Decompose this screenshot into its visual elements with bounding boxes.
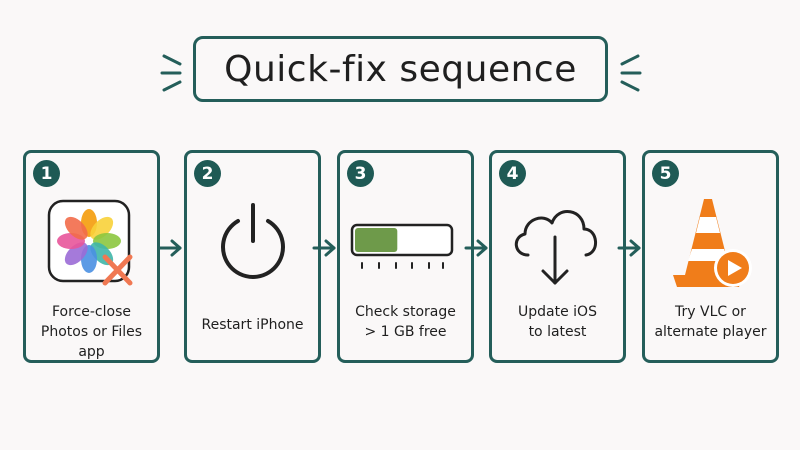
page-title: Quick-fix sequence [224,48,577,90]
storage-fill-bar [355,228,398,252]
step-number-badge: 3 [347,160,374,187]
cloud-download-icon [514,210,597,285]
left-emphasis-ticks-icon [160,54,182,92]
step-card-2: 2 Restart iPhone [184,150,321,363]
step-label: Check storage > 1 GB free [355,304,456,340]
step-number-badge: 2 [194,160,221,187]
step-label: Try VLC or alternate player [654,304,767,340]
title-box: Quick-fix sequence [193,36,608,102]
step-card-1: 1 Force-close Photos or Files app [23,150,160,363]
step-label: Restart iPhone [201,317,304,333]
step-label: Force-close Photos or Files app [40,304,143,360]
arrow-right-icon [464,239,488,257]
step-card-5: 5 Try VLC or alternate player [642,150,779,363]
vlc-cone-icon [673,199,752,287]
step-card-4: 4 Update iOS to latest [489,150,626,363]
step-label: Update iOS to latest [518,304,597,340]
step-number-badge: 4 [499,160,526,187]
close-x-icon [102,254,133,286]
arrow-right-icon [158,239,182,257]
photos-app-icon [47,199,133,286]
arrow-right-icon [312,239,336,257]
storage-bar-icon [350,223,454,269]
step-number-badge: 1 [33,160,60,187]
step-number-badge: 5 [652,160,679,187]
arrow-right-icon [617,239,641,257]
step-card-3: 3 Check storage > 1 GB free [337,150,474,363]
power-icon [221,203,285,279]
right-emphasis-ticks-icon [620,54,642,92]
